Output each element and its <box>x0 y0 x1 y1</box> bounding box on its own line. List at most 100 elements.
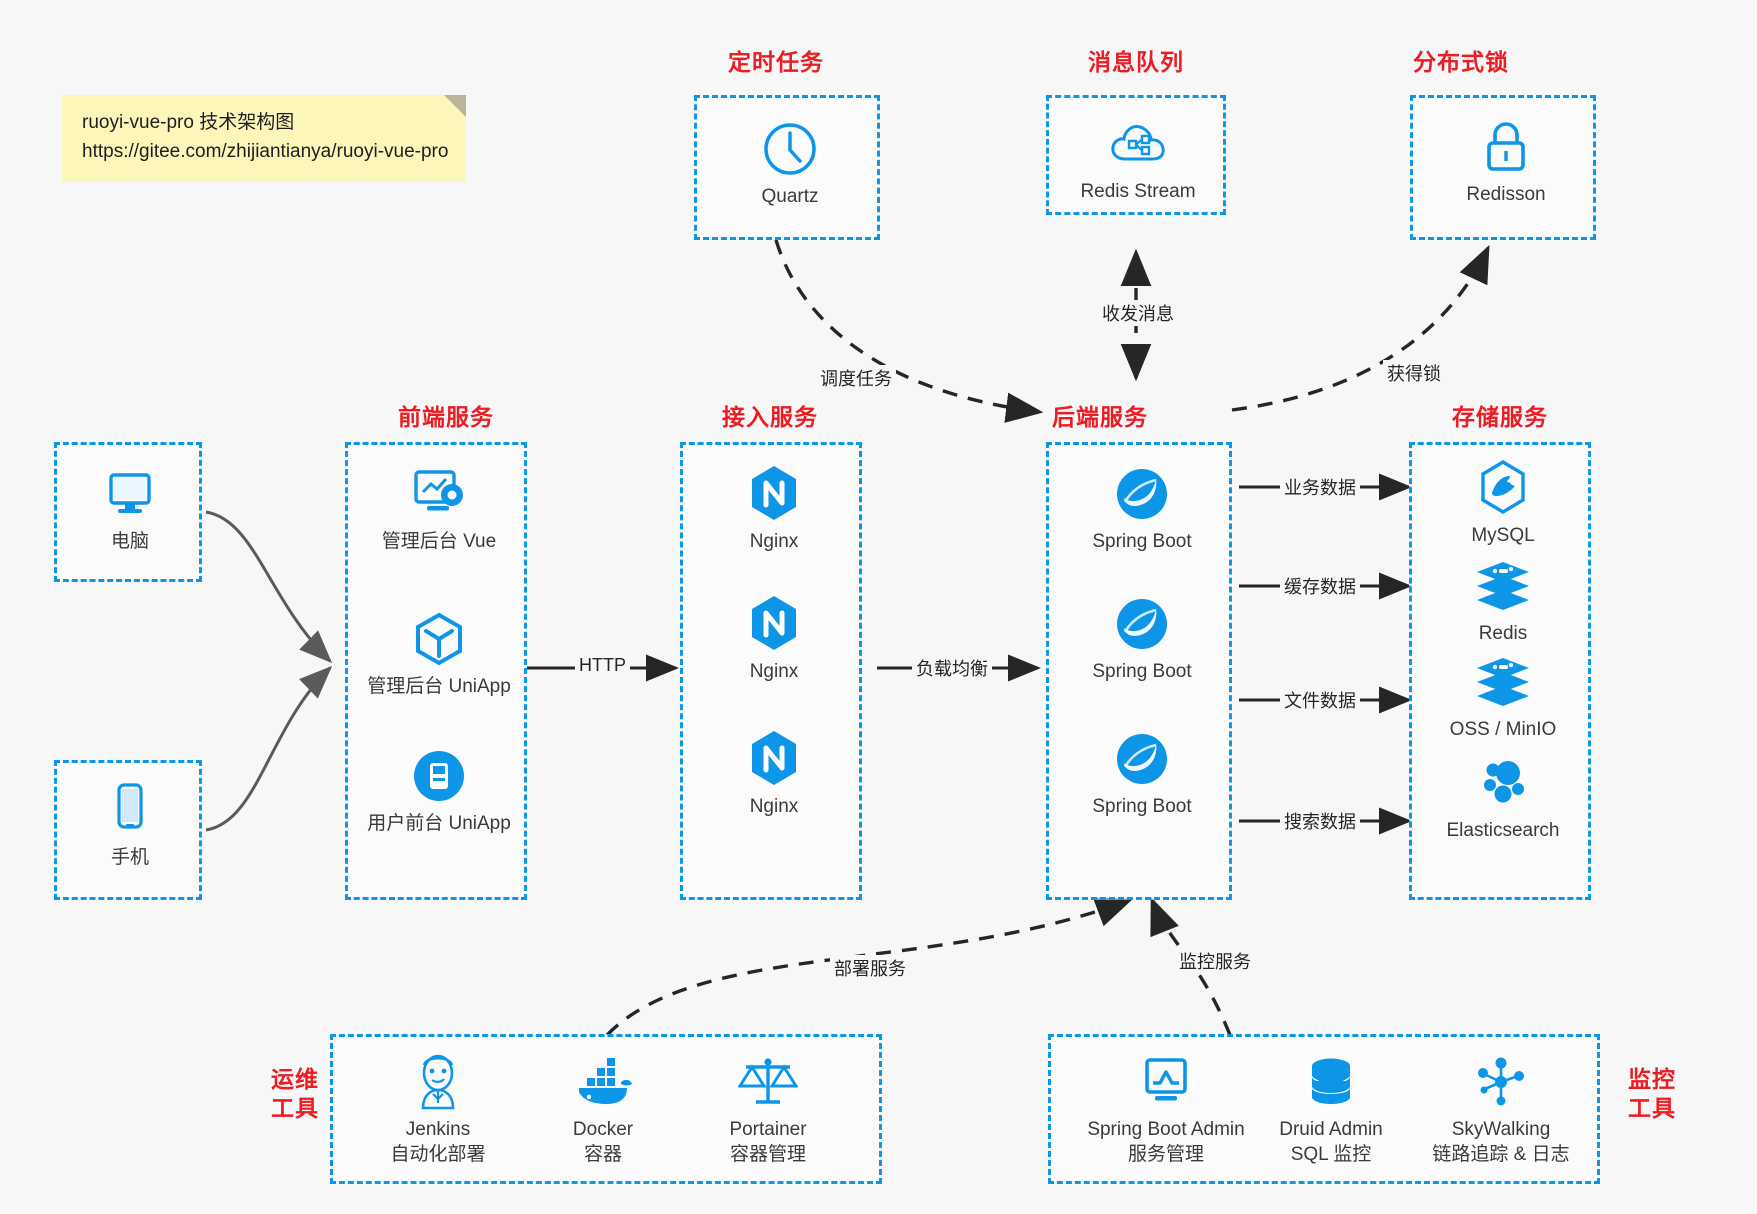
cube-icon <box>354 608 524 670</box>
node-label: Spring Boot <box>1092 661 1192 682</box>
node-label: 电脑 <box>110 531 149 552</box>
node-desktop[interactable]: 电脑 <box>45 463 215 555</box>
node-oss-minio[interactable]: OSS / MinIO <box>1418 651 1588 743</box>
desktop-monitor-icon <box>45 463 215 525</box>
node-desc: 服务管理 <box>1127 1143 1204 1165</box>
node-nginx-2[interactable]: Nginx <box>689 593 859 685</box>
caption-storage: 存储服务 <box>1452 404 1548 430</box>
nginx-icon <box>689 728 859 790</box>
caption-backend: 后端服务 <box>1052 404 1148 430</box>
node-skywalking[interactable]: SkyWalking 链路追踪 & 日志 <box>1406 1051 1596 1167</box>
group-monitoring-tools: Spring Boot Admin 服务管理 Druid Admin SQL 监… <box>1048 1034 1600 1184</box>
group-message-queue: Redis Stream <box>1046 95 1226 215</box>
edge-label-business-data: 业务数据 <box>1280 474 1360 500</box>
group-frontend: 管理后台 Vue 管理后台 UniApp 用户前台 UniApp <box>345 442 527 900</box>
cloud-network-icon <box>1053 113 1223 175</box>
nginx-icon <box>689 593 859 655</box>
group-scheduled-task: Quartz <box>694 95 880 240</box>
edge-label-load-balance: 负载均衡 <box>912 655 992 681</box>
node-mobile[interactable]: 手机 <box>45 779 215 871</box>
node-desc: 自动化部署 <box>390 1143 486 1165</box>
node-spring-boot-3[interactable]: Spring Boot <box>1057 728 1227 820</box>
node-spring-boot-1[interactable]: Spring Boot <box>1057 463 1227 555</box>
spring-boot-icon <box>1057 463 1227 525</box>
mobile-phone-icon <box>45 779 215 841</box>
edge-label-deploy-service: 部署服务 <box>830 955 910 981</box>
caption-monitoring-tools: 监控 工具 <box>1612 1065 1692 1123</box>
node-name: Portainer <box>729 1119 807 1140</box>
node-quartz[interactable]: Quartz <box>705 118 875 210</box>
node-name: Docker <box>572 1119 634 1140</box>
redis-stack-icon <box>1418 555 1588 617</box>
group-backend: Spring Boot Spring Boot Spring Boot <box>1046 442 1232 900</box>
node-name: Jenkins <box>405 1119 471 1140</box>
node-redis[interactable]: Redis <box>1418 555 1588 647</box>
node-name: SkyWalking <box>1451 1119 1551 1140</box>
edge-label-search-data: 搜索数据 <box>1280 808 1360 834</box>
node-admin-vue[interactable]: 管理后台 Vue <box>354 463 524 555</box>
note-fold-corner <box>444 95 467 117</box>
node-label: Redis <box>1478 623 1528 644</box>
node-label: Nginx <box>749 796 799 817</box>
group-devops-tools: Jenkins 自动化部署 Docker 容器 <box>330 1034 882 1184</box>
node-admin-uniapp[interactable]: 管理后台 UniApp <box>354 608 524 700</box>
node-druid-admin[interactable]: Druid Admin SQL 监控 <box>1246 1051 1416 1167</box>
group-gateway: Nginx Nginx Nginx <box>680 442 862 900</box>
group-client-desktop: 电脑 <box>54 442 202 582</box>
node-label: 管理后台 Vue <box>381 531 497 552</box>
caption-line-2: 工具 <box>1628 1094 1676 1121</box>
caption-line-1: 监控 <box>1628 1066 1676 1092</box>
spring-boot-icon <box>1057 593 1227 655</box>
node-nginx-3[interactable]: Nginx <box>689 728 859 820</box>
node-elasticsearch[interactable]: Elasticsearch <box>1418 752 1588 844</box>
jenkins-butler-icon <box>353 1051 523 1113</box>
node-user-uniapp[interactable]: 用户前台 UniApp <box>354 745 524 837</box>
node-spring-boot-2[interactable]: Spring Boot <box>1057 593 1227 685</box>
node-redisson[interactable]: Redisson <box>1421 116 1591 208</box>
node-label: Redis Stream <box>1080 181 1196 202</box>
node-portainer[interactable]: Portainer 容器管理 <box>683 1051 853 1167</box>
caption-message-queue: 消息队列 <box>1088 49 1184 75</box>
node-spring-boot-admin[interactable]: Spring Boot Admin 服务管理 <box>1061 1051 1271 1167</box>
node-redis-stream[interactable]: Redis Stream <box>1053 113 1223 205</box>
node-label: Redisson <box>1466 184 1546 205</box>
caption-devops-tools: 运维 工具 <box>255 1065 335 1123</box>
note-title: ruoyi-vue-pro 技术架构图 <box>82 112 295 133</box>
mysql-dolphin-icon <box>1418 457 1588 519</box>
group-distributed-lock: Redisson <box>1410 95 1596 240</box>
caption-line-1: 运维 <box>271 1066 319 1092</box>
node-label: 管理后台 UniApp <box>367 676 511 697</box>
edge-label-send-receive-message: 收发消息 <box>1098 300 1178 326</box>
node-label: Elasticsearch <box>1446 820 1560 841</box>
node-desc: 容器 <box>583 1143 622 1165</box>
group-client-mobile: 手机 <box>54 760 202 900</box>
edge-label-acquire-lock: 获得锁 <box>1383 360 1445 386</box>
redis-stack-icon <box>1418 651 1588 713</box>
node-docker[interactable]: Docker 容器 <box>518 1051 688 1167</box>
node-label: 手机 <box>110 847 149 868</box>
note-url: https://gitee.com/zhijiantianya/ruoyi-vu… <box>82 141 449 163</box>
app-window-icon <box>354 745 524 807</box>
node-label: 用户前台 UniApp <box>367 813 511 834</box>
node-mysql[interactable]: MySQL <box>1418 457 1588 549</box>
network-nodes-icon <box>1406 1051 1596 1113</box>
caption-scheduled-task: 定时任务 <box>728 49 824 75</box>
clock-icon <box>705 118 875 180</box>
node-desc: SQL 监控 <box>1290 1143 1372 1165</box>
scales-balance-icon <box>683 1051 853 1113</box>
node-label: MySQL <box>1471 525 1535 546</box>
caption-line-2: 工具 <box>271 1094 319 1121</box>
node-label: Nginx <box>749 661 799 682</box>
dashboard-settings-icon <box>354 463 524 525</box>
caption-gateway: 接入服务 <box>722 404 818 430</box>
node-desc: 容器管理 <box>729 1143 806 1165</box>
edge-label-cache-data: 缓存数据 <box>1280 573 1360 599</box>
node-jenkins[interactable]: Jenkins 自动化部署 <box>353 1051 523 1167</box>
node-nginx-1[interactable]: Nginx <box>689 463 859 555</box>
elasticsearch-icon <box>1418 752 1588 814</box>
lock-icon <box>1421 116 1591 178</box>
monitor-chart-icon <box>1061 1051 1271 1113</box>
spring-boot-icon <box>1057 728 1227 790</box>
edge-label-schedule-task: 调度任务 <box>816 365 896 391</box>
